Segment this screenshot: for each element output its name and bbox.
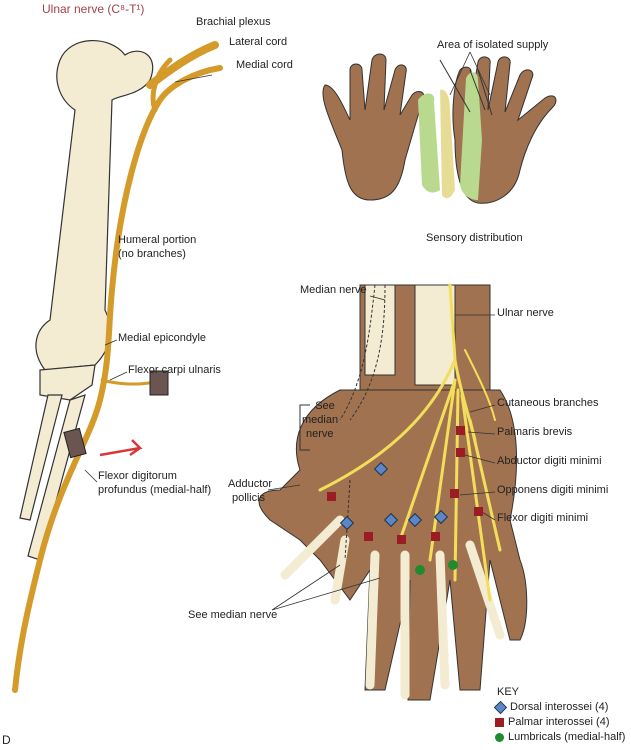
square-marker-icon <box>431 532 440 541</box>
label-lateral-cord: Lateral cord <box>229 36 288 48</box>
circle-icon <box>495 732 504 742</box>
circle-marker-icon <box>448 560 458 570</box>
bracket <box>299 404 310 451</box>
label-fdp-medial-half: profundus (medial-half) <box>98 484 212 496</box>
key-item-lumbricals: Lumbricals (medial-half) <box>495 731 625 743</box>
label-flexor-digiti-minimi: Flexor digiti minimi <box>497 512 589 524</box>
square-marker-icon <box>456 426 465 435</box>
label-medial-epicondyle: Medial epicondyle <box>118 332 207 344</box>
square-marker-icon <box>327 492 336 501</box>
figure-title: Ulnar nerve (C⁸-T¹) <box>42 2 145 16</box>
label-flexor-carpi-ulnaris: Flexor carpi ulnaris <box>128 364 221 376</box>
label-see: See <box>315 400 335 412</box>
panel-letter: D <box>2 733 11 747</box>
label-nerve: nerve <box>306 428 334 440</box>
label-humeral-portion: Humeral portion <box>118 234 197 246</box>
label-adductor: Adductor <box>228 478 273 490</box>
circle-marker-icon <box>415 565 425 575</box>
flexor-carpi-ulnaris-muscle <box>149 370 169 396</box>
ulnar-nerve-hand <box>318 283 502 602</box>
key-item-dorsal-interossei: Dorsal interossei (4) <box>493 700 609 714</box>
label-fdp: Flexor digitorum <box>98 470 177 482</box>
label-pollicis: pollicis <box>232 492 266 504</box>
square-marker-icon <box>364 532 373 541</box>
label-opponens-digiti-minimi: Opponens digiti minimi <box>497 484 609 496</box>
label-area-isolated-supply: Area of isolated supply <box>437 39 549 51</box>
label-abductor-digiti-minimi: Abductor digiti minimi <box>497 455 602 467</box>
leader-lines <box>84 51 496 611</box>
sensory-hands <box>322 53 557 204</box>
label-cutaneous-branches: Cutaneous branches <box>497 397 599 409</box>
label-median: median <box>302 414 339 426</box>
label-brachial-plexus: Brachial plexus <box>196 16 271 28</box>
label-median-nerve: Median nerve <box>300 284 367 296</box>
key-label: Lumbricals (medial-half) <box>508 731 626 743</box>
label-palmaris-brevis: Palmaris brevis <box>497 426 573 438</box>
square-marker-icon <box>397 535 406 544</box>
action-arrow-icon <box>99 439 143 457</box>
ulnar-nerve-arm <box>12 41 223 693</box>
square-marker-icon <box>456 448 465 457</box>
diamond-icon <box>493 700 508 714</box>
key-title: KEY <box>497 686 520 698</box>
label-see-median-nerve: See median nerve <box>188 609 278 621</box>
label-medial-cord: Medial cord <box>236 59 293 71</box>
hand-illustration <box>258 284 528 701</box>
label-ulnar-nerve: Ulnar nerve <box>497 307 554 319</box>
key-label: Palmar interossei (4) <box>508 716 610 728</box>
square-marker-icon <box>474 507 483 516</box>
square-icon <box>495 717 504 727</box>
square-marker-icon <box>450 489 459 498</box>
label-sensory-distribution: Sensory distribution <box>426 232 523 244</box>
fdp-muscle <box>63 427 87 459</box>
label-no-branches: (no branches) <box>118 248 186 260</box>
key-label: Dorsal interossei (4) <box>510 701 609 713</box>
key-item-palmar-interossei: Palmar interossei (4) <box>495 716 609 728</box>
